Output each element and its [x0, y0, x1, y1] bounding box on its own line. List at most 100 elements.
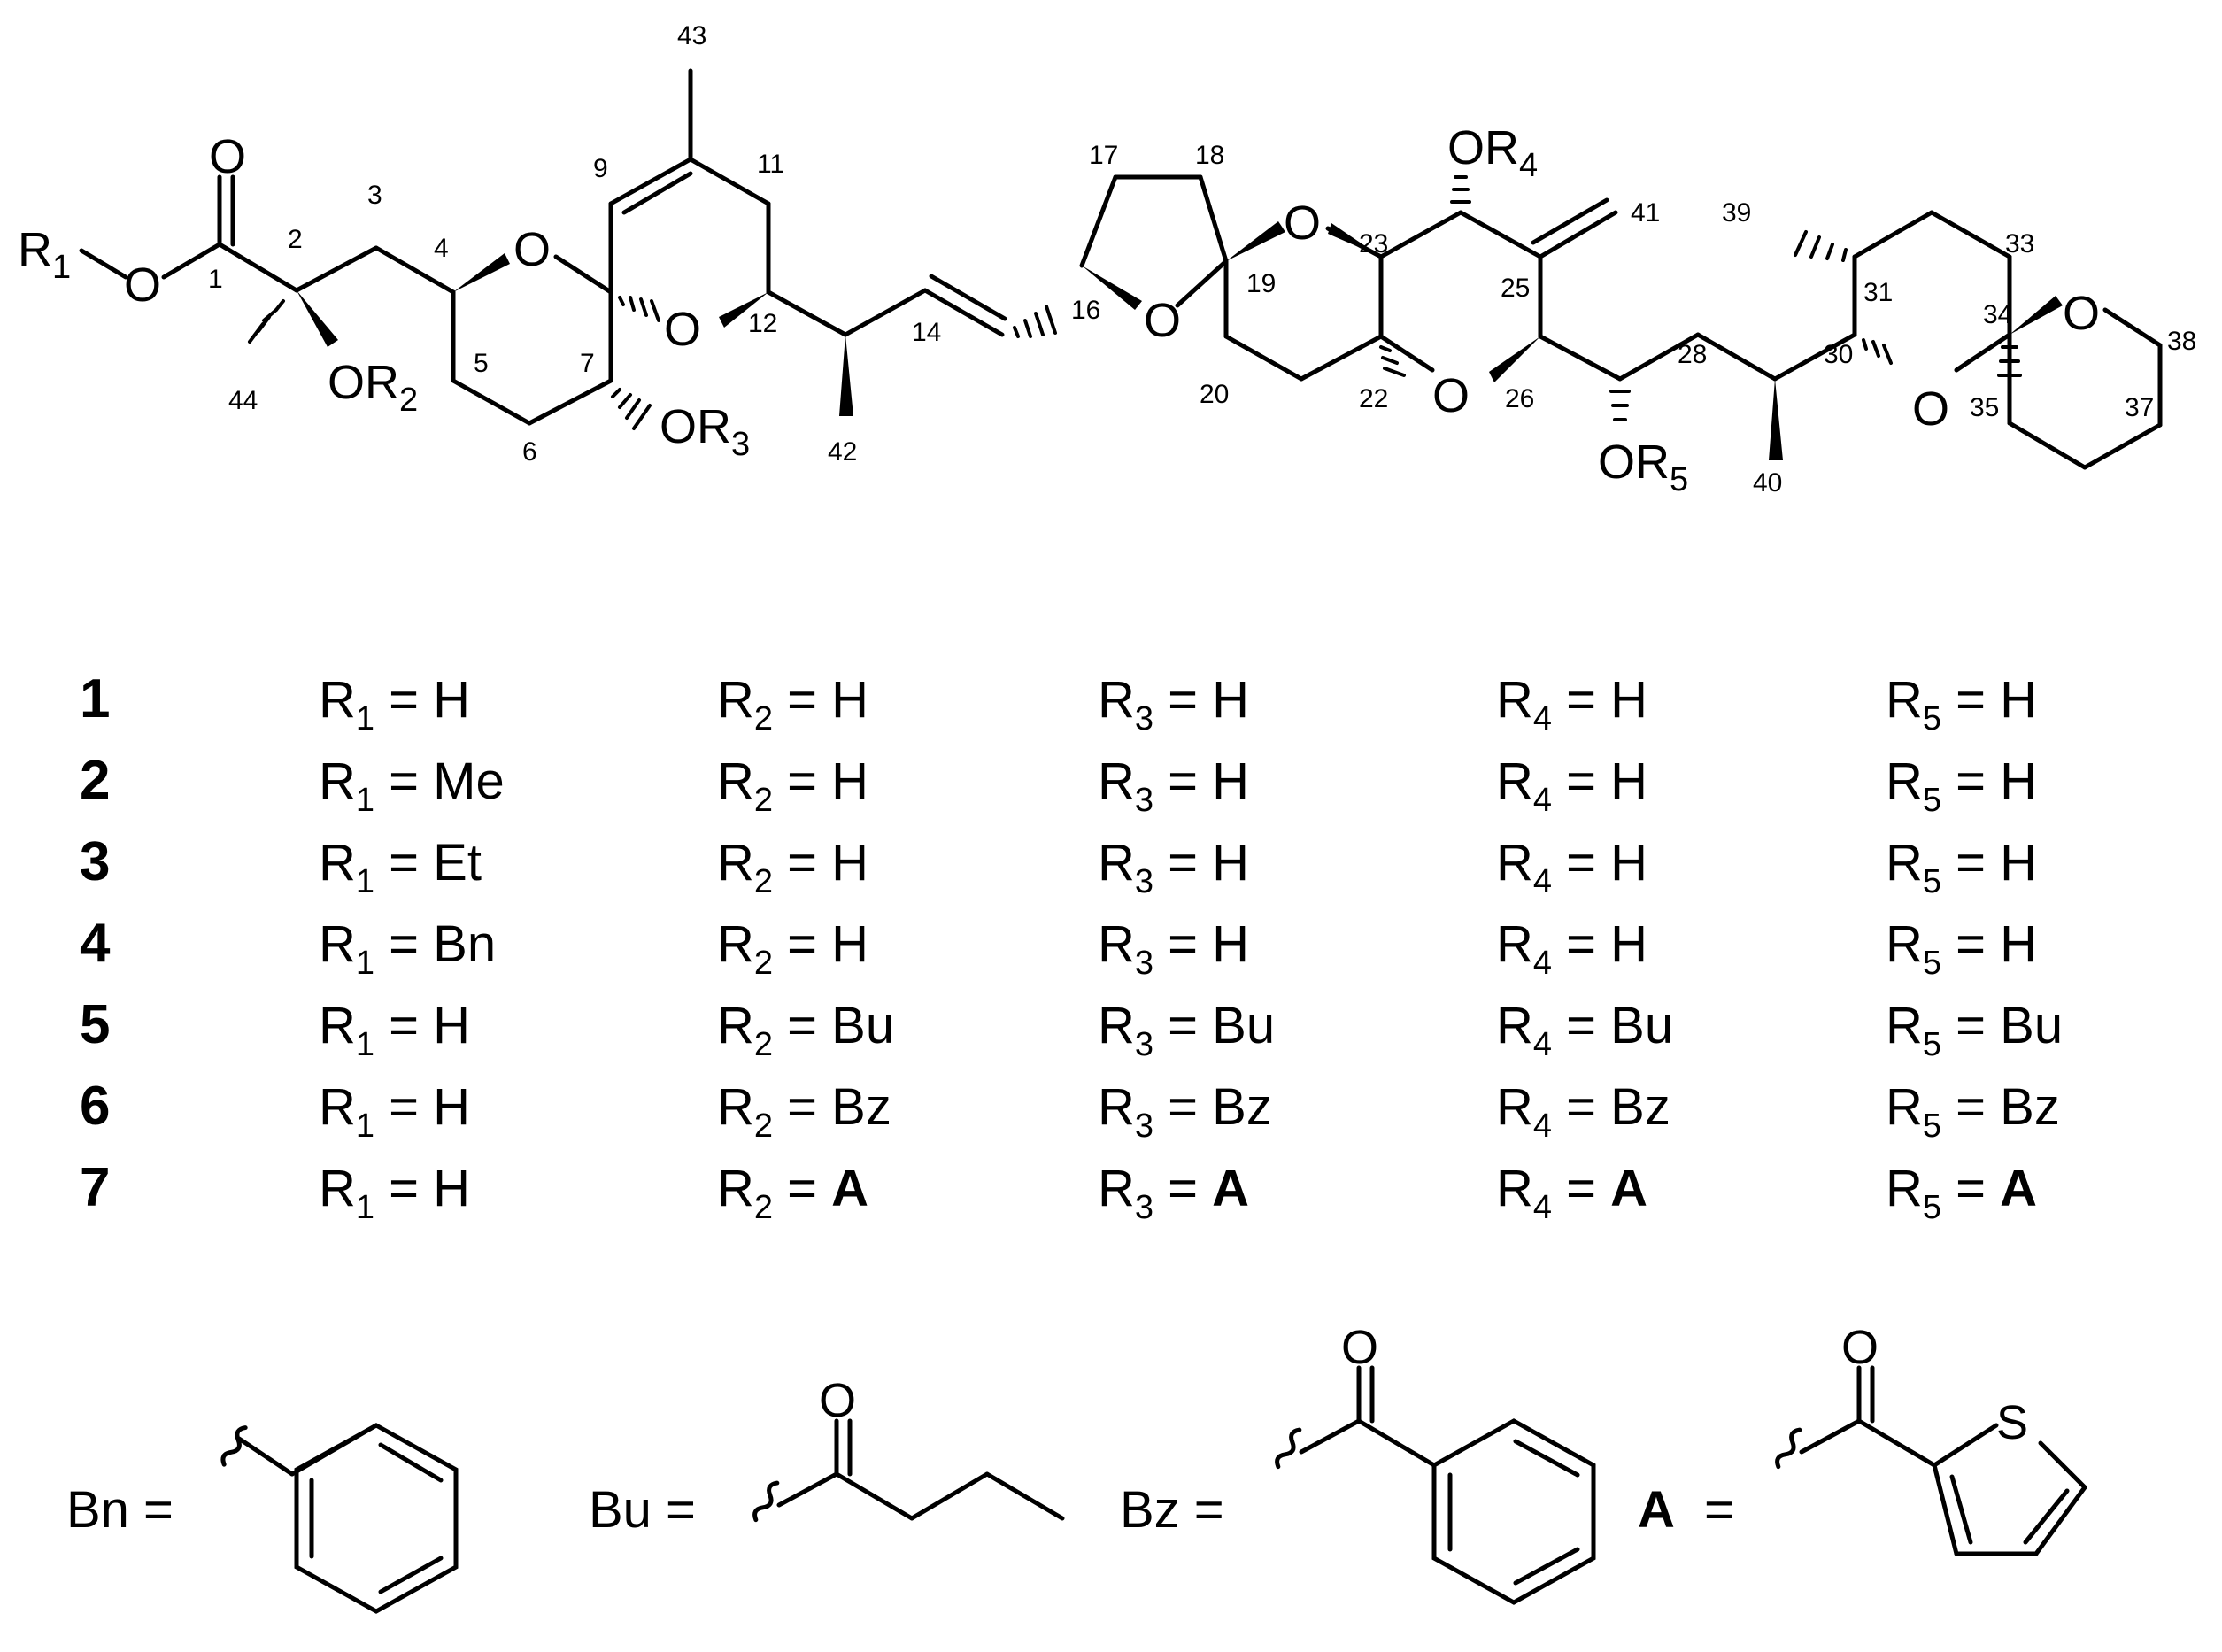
substituent-cell: R2 = H	[717, 753, 868, 819]
compound-number: 5	[80, 994, 110, 1055]
substituent-cell: R2 = Bu	[717, 997, 894, 1063]
substituent-cell: R3 = Bu	[1098, 997, 1275, 1063]
or2-label: OR2	[328, 356, 418, 419]
bu-carbonyl-oxygen: O	[819, 1374, 856, 1427]
substituent-cell: R1 = Et	[319, 834, 482, 900]
substituent-cell: R4 = H	[1496, 834, 1647, 900]
main-molecule	[79, 68, 2163, 470]
carbon-number: 4	[434, 234, 449, 263]
hashed-bond	[1450, 175, 1471, 204]
carbon-number: 7	[580, 349, 595, 378]
substituent-cell: R2 = H	[717, 834, 868, 900]
substituent-cell: R1 = Bn	[319, 915, 496, 982]
carbon-number: 34	[1983, 300, 2012, 329]
or3-label: OR3	[660, 400, 750, 463]
carbon-number: 23	[1359, 229, 1388, 259]
substituent-cell: R4 = H	[1496, 753, 1647, 819]
atom-labels: R1 O O OR2 O OR3 O O O OR4 O OR5 O O	[18, 121, 2100, 498]
thf-oxygen: O	[1144, 294, 1181, 347]
compound-number: 1	[80, 668, 110, 730]
substituent-cell: R5 = H	[1886, 834, 2037, 900]
substituent-cell: R4 = A	[1496, 1160, 1647, 1226]
carbon-number: 39	[1722, 198, 1751, 228]
hashed-bond	[248, 299, 285, 344]
substituent-cell: R1 = Me	[319, 753, 505, 819]
substituent-cell: R5 = A	[1886, 1160, 2037, 1226]
compound-number: 6	[80, 1076, 110, 1137]
ring-b-oxygen: O	[664, 303, 701, 356]
substituent-cell: R2 = H	[717, 671, 868, 737]
carbon-number: 40	[1753, 468, 1782, 498]
substituent-cell: R3 = H	[1098, 753, 1249, 819]
substituent-cell: R5 = Bu	[1886, 997, 2063, 1063]
ring-d-oxygen: O	[1284, 197, 1321, 250]
hashed-bond	[611, 388, 652, 430]
hashed-bond	[1997, 345, 2022, 377]
hashed-bond	[1862, 338, 1893, 365]
bz-legend-label: Bz =	[1120, 1481, 1224, 1539]
carbon-number: 44	[228, 386, 258, 415]
substituent-cell: R2 = A	[717, 1160, 868, 1226]
substituent-cell: R3 = H	[1098, 834, 1249, 900]
carbon-number: 2	[288, 225, 303, 254]
hashed-bond	[618, 296, 660, 322]
substituent-cell: R1 = H	[319, 671, 470, 737]
carbon-numbers: 1 2 3 4 5 6 7 9 11 12 14 16 17 18 19 20 …	[208, 21, 2196, 498]
carbon-number: 3	[367, 181, 382, 210]
carbon-number: 41	[1631, 198, 1660, 228]
carbonyl-oxygen: O	[209, 130, 246, 183]
substituent-cell: R3 = H	[1098, 915, 1249, 982]
substituent-cell: R3 = A	[1098, 1160, 1249, 1226]
substituent-cell: R5 = H	[1886, 753, 2037, 819]
carbon-number: 11	[757, 150, 784, 179]
r1-label: R1	[18, 223, 71, 286]
substituent-cell: R4 = Bu	[1496, 997, 1673, 1063]
carbon-number: 42	[828, 437, 857, 467]
substituent-cell: R2 = H	[717, 915, 868, 982]
thiophene-sulfur: S	[1996, 1396, 2028, 1449]
carbon-number: 35	[1970, 393, 1999, 422]
carbon-number: 16	[1071, 296, 1100, 325]
carbon-number: 25	[1501, 274, 1530, 303]
substituent-cell: R3 = H	[1098, 671, 1249, 737]
bu-legend-label: Bu =	[589, 1481, 696, 1539]
carbon-number: 38	[2167, 327, 2196, 356]
carbon-number: 19	[1246, 269, 1276, 298]
carbon-number: 14	[912, 318, 941, 347]
carbon-number: 1	[208, 265, 223, 294]
ester-oxygen: O	[124, 259, 161, 312]
carbon-number: 31	[1863, 278, 1893, 307]
carbon-number: 17	[1089, 141, 1118, 170]
substituent-cell: R1 = H	[319, 1160, 470, 1226]
carbon-number: 28	[1678, 340, 1707, 369]
hashed-bond	[1013, 305, 1057, 338]
carbon-number: 43	[677, 21, 706, 50]
compound-number: 4	[80, 913, 111, 974]
substituent-table: 1 R1 = H R2 = H R3 = H R4 = H R5 = H 2 R1 = Me R…	[80, 668, 2063, 1226]
ring-c-oxygen: O	[1432, 369, 1470, 422]
carbon-number: 9	[593, 154, 608, 183]
substituent-cell: R5 = H	[1886, 915, 2037, 982]
hashed-bond	[1794, 230, 1848, 262]
compound-number: 2	[80, 750, 110, 811]
a-legend-label: A	[1638, 1481, 1675, 1539]
substituent-cell: R5 = H	[1886, 671, 2037, 737]
substituent-cell: R1 = H	[319, 1078, 470, 1145]
compound-number: 3	[80, 831, 110, 892]
carbon-number: 18	[1195, 141, 1224, 170]
substituent-cell: R5 = Bz	[1886, 1078, 2060, 1145]
a-legend-eq: =	[1704, 1481, 1734, 1539]
or5-label: OR5	[1598, 436, 1688, 498]
carbon-number: 12	[748, 309, 777, 338]
ring-a-oxygen: O	[513, 223, 551, 276]
substituent-cell: R4 = Bz	[1496, 1078, 1670, 1145]
carbon-number: 33	[2005, 229, 2034, 259]
carbon-number: 5	[474, 349, 489, 378]
bn-legend-label: Bn =	[66, 1481, 174, 1539]
ring-e-oxygen: O	[1912, 382, 1949, 436]
hashed-bond	[1379, 345, 1406, 377]
substituent-cell: R1 = H	[319, 997, 470, 1063]
ring-f-oxygen: O	[2063, 287, 2100, 340]
substituent-cell: R4 = H	[1496, 671, 1647, 737]
